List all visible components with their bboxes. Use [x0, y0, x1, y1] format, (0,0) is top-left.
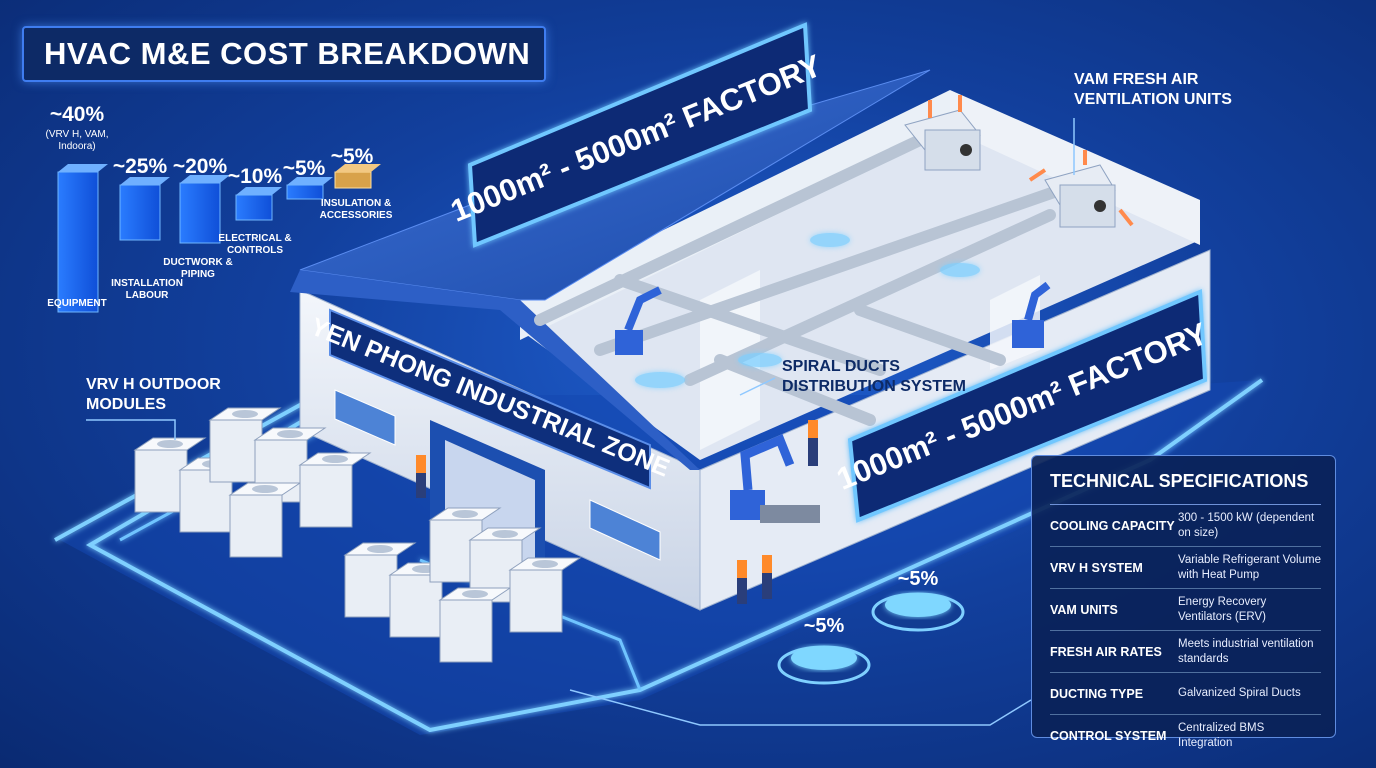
cost-bar — [57, 164, 108, 313]
spiral-ducts — [534, 134, 1066, 426]
spec-value: 300 - 1500 kW (dependent on size) — [1178, 511, 1315, 539]
bar-label-ductwork: DUCTWORK & PIPING — [163, 257, 233, 280]
outdoor-module — [428, 507, 502, 583]
spec-value: Centralized BMS Integration — [1178, 721, 1265, 749]
percent-label: ~20% — [172, 155, 228, 178]
vam-callout: VAM FRESH AIR VENTILATION UNITS — [1074, 71, 1232, 108]
spec-row: FRESH AIR RATES Meets industrial ventila… — [1050, 631, 1321, 673]
outdoor-modules — [133, 407, 582, 663]
equipment-note: (VRV H, VAM, Indoora) — [45, 129, 109, 152]
outdoor-module — [468, 527, 542, 603]
outdoor-module — [228, 482, 302, 558]
bar-label-insulation: INSULATION & ACCESSORIES — [319, 198, 393, 221]
cost-bar — [235, 187, 282, 221]
spec-key: VRV H SYSTEM — [1050, 560, 1143, 575]
leader-lines — [86, 118, 1075, 726]
specs-title: TECHNICAL SPECIFICATIONS — [1050, 464, 1321, 505]
spec-value: Galvanized Spiral Ducts — [1178, 687, 1301, 699]
cost-bars — [57, 164, 381, 313]
percent-label: ~5% — [282, 157, 326, 180]
robots — [615, 281, 1051, 523]
workers — [416, 420, 818, 604]
title-panel: HVAC M&E COST BREAKDOWN — [22, 26, 546, 82]
spec-row: VRV H SYSTEM Variable Refrigerant Volume… — [1050, 547, 1321, 589]
bar-label-equipment: EQUIPMENT — [47, 298, 107, 309]
spec-row: COOLING CAPACITY 300 - 1500 kW (dependen… — [1050, 505, 1321, 547]
spec-key: CONTROL SYSTEM — [1050, 728, 1167, 743]
ring-label: ~5% — [897, 568, 939, 590]
cost-bar — [119, 177, 170, 241]
spec-value: Energy Recovery Ventilators (ERV) — [1178, 595, 1267, 623]
percent-label: ~10% — [227, 165, 283, 188]
spec-key: VAM UNITS — [1050, 602, 1118, 617]
ducts-callout: SPIRAL DUCTS DISTRIBUTION SYSTEM — [782, 358, 967, 395]
outdoor-module — [343, 542, 417, 618]
spec-row: VAM UNITS Energy Recovery Ventilators (E… — [1050, 589, 1321, 631]
outdoor-module — [508, 557, 582, 633]
vam-units — [904, 95, 1134, 228]
outdoor-module — [133, 437, 207, 513]
percent-label: ~40% — [49, 103, 105, 126]
duct-glow — [635, 233, 980, 388]
percent-rings — [777, 592, 965, 685]
bar-label-electrical: ELECTRICAL & CONTROLS — [218, 233, 292, 256]
spec-key: FRESH AIR RATES — [1050, 644, 1162, 659]
bar-label-installation: INSTALLATION LABOUR — [111, 278, 183, 301]
cost-bar — [334, 164, 381, 189]
spec-row: DUCTING TYPE Galvanized Spiral Ducts — [1050, 673, 1321, 715]
page-title: HVAC M&E COST BREAKDOWN — [44, 36, 531, 71]
spec-key: COOLING CAPACITY — [1050, 518, 1175, 533]
outdoor-module — [208, 407, 282, 483]
outdoor-callout: VRV H OUTDOOR MODULES — [86, 376, 221, 413]
technical-specifications-panel: TECHNICAL SPECIFICATIONS COOLING CAPACIT… — [1031, 455, 1336, 749]
percent-label: ~25% — [112, 155, 168, 178]
cost-bar — [286, 177, 333, 200]
ring-label: ~5% — [803, 615, 845, 637]
cost-bar — [179, 175, 230, 244]
percent-label: ~5% — [330, 145, 374, 168]
spec-row: CONTROL SYSTEM Centralized BMS Integrati… — [1050, 715, 1321, 756]
spec-key: DUCTING TYPE — [1050, 686, 1144, 701]
outdoor-module — [298, 452, 372, 528]
spec-value: Variable Refrigerant Volume with Heat Pu… — [1178, 553, 1321, 581]
spec-value: Meets industrial ventilation standards — [1178, 637, 1314, 665]
